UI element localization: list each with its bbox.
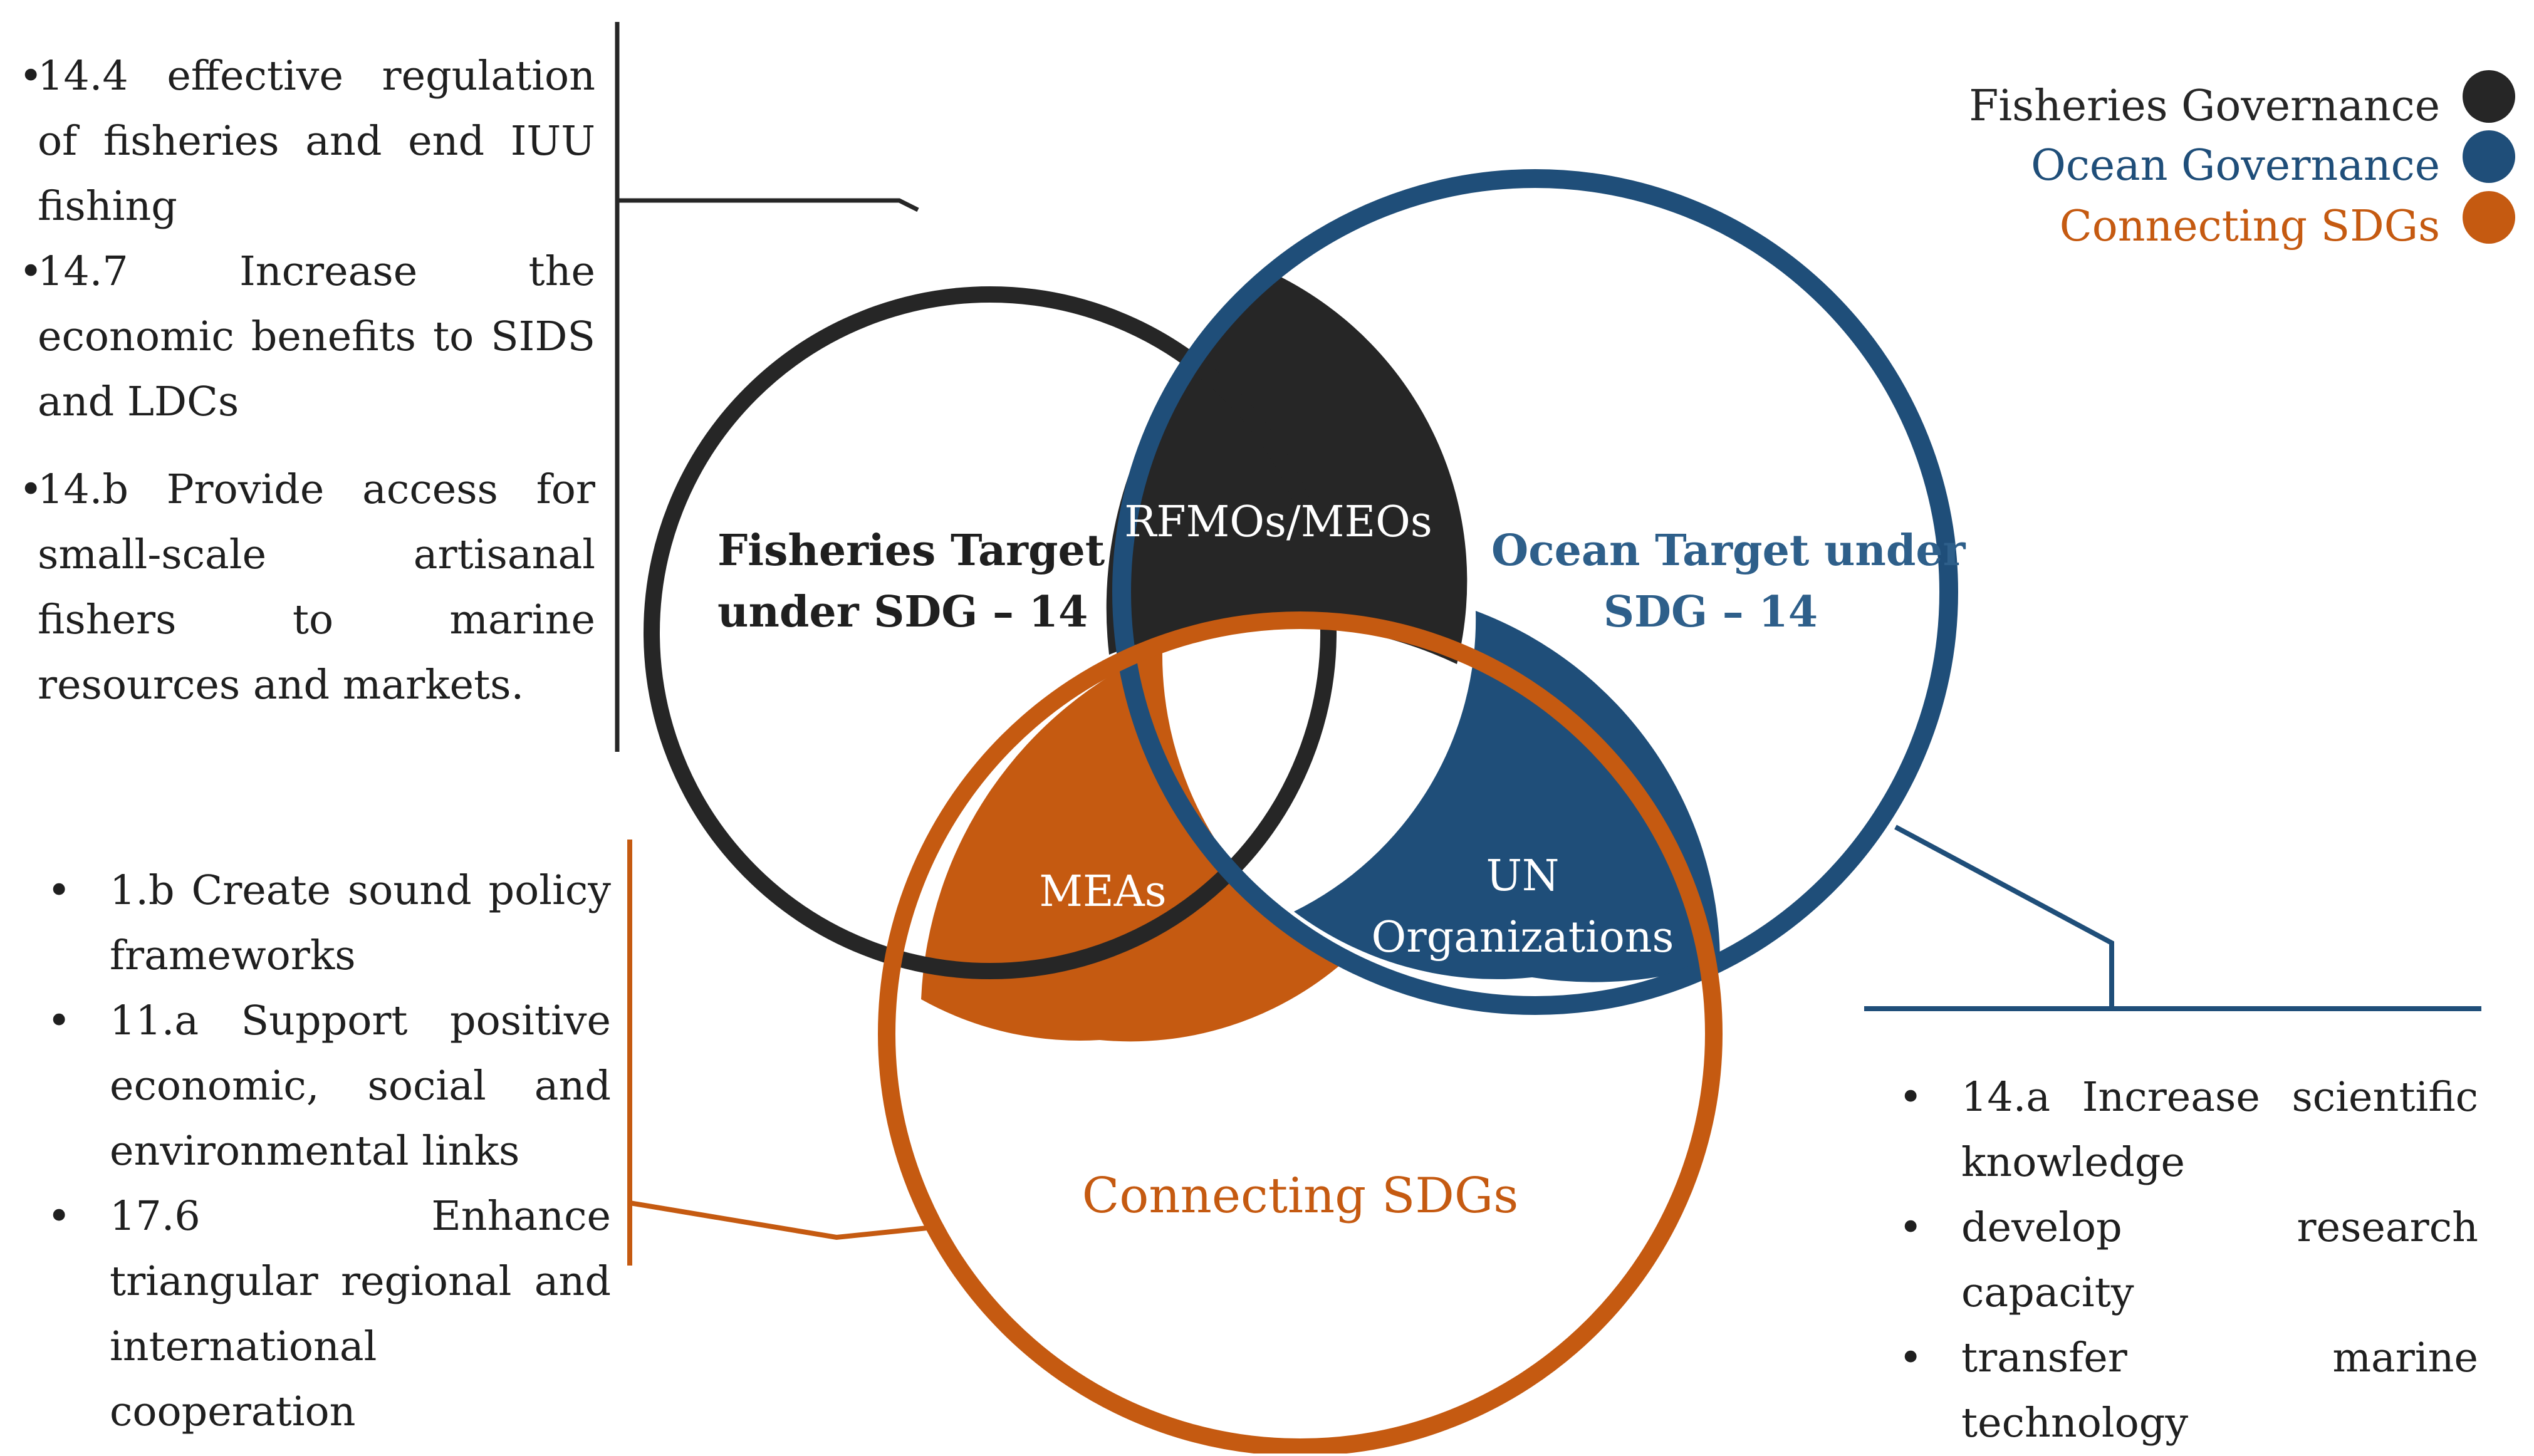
connecting-connector-branch [629, 1200, 928, 1240]
fisheries-circle [644, 286, 1337, 979]
list-item: 14.4 effective regulation of fisheries a… [19, 44, 595, 239]
list-item: 1.b Create sound policy frameworks [47, 858, 611, 989]
list-item: develop research capacity [1899, 1195, 2478, 1326]
list-item: 14.b Provide access for small-scale arti… [19, 457, 595, 718]
fisheries-targets-list: 14.4 effective regulation of fisheries a… [19, 44, 595, 718]
ocean-targets-list: 14.a Increase scientific knowledge devel… [1899, 1065, 2478, 1456]
list-item: 14.a Increase scientific knowledge [1899, 1065, 2478, 1195]
un-organizations-label: UN Organizations [1366, 846, 1679, 969]
un-organizations-label-line2: Organizations [1371, 913, 1674, 962]
list-item: 14.7 Increase the economic benefits to S… [19, 239, 595, 435]
connecting-targets-list: 1.b Create sound policy frameworks 11.a … [47, 858, 611, 1445]
fisheries-circle-label: Fisheries Target under SDG – 14 [717, 520, 1105, 643]
legend-label-ocean: Ocean Governance [2031, 141, 2440, 190]
overlap-ocean-connecting-region [1294, 611, 1720, 982]
legend-label-fisheries: Fisheries Governance [1969, 81, 2440, 131]
legend-dot-fisheries [2463, 70, 2515, 123]
ocean-circle-label-line2: SDG – 14 [1603, 587, 1818, 637]
connecting-circle-label: Connecting SDGs [1082, 1168, 1519, 1224]
overlap-fisheries-connecting-region [921, 648, 1344, 1042]
fisheries-connector-branch [617, 198, 919, 212]
legend-label-connecting: Connecting SDGs [2059, 202, 2440, 251]
fisheries-circle-label-line2: under SDG – 14 [717, 587, 1088, 637]
ocean-circle-label: Ocean Target under SDG – 14 [1491, 520, 1966, 643]
list-item: transfer marine technology [1899, 1326, 2478, 1456]
legend-dot-ocean [2463, 130, 2515, 183]
rfmo-meo-label: RFMOs/MEOs [1124, 497, 1432, 547]
connecting-circle [878, 611, 1723, 1453]
ocean-circle [1112, 169, 1958, 1015]
ocean-connector-branch [1894, 824, 2114, 1009]
ocean-circle-label-line1: Ocean Target under [1491, 526, 1966, 576]
legend-dot-connecting [2463, 191, 2515, 244]
meas-label: MEAs [1039, 867, 1167, 917]
fisheries-circle-label-line1: Fisheries Target [717, 526, 1105, 576]
un-organizations-label-line1: UN [1486, 851, 1560, 901]
list-item: 17.6 Enhance triangular regional and int… [47, 1184, 611, 1445]
list-item: 11.a Support positive economic, social a… [47, 989, 611, 1184]
